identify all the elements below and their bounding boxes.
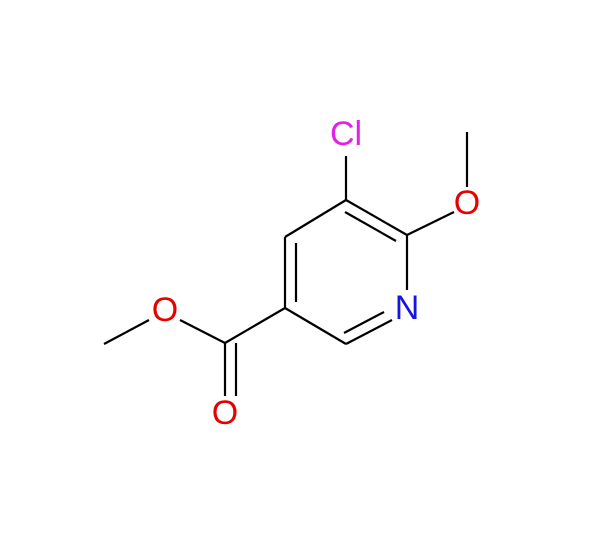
atom-label-carbonyl-oxygen: O	[212, 394, 238, 432]
atom-label-ester-oxygen: O	[152, 291, 178, 329]
bond-n-c6	[345, 319, 393, 345]
atom-label-chlorine: Cl	[330, 115, 362, 153]
bond-n-c6-inner	[343, 311, 385, 334]
atom-label-ring-nitrogen: N	[395, 289, 420, 327]
bond-c4-o-methoxy	[406, 211, 455, 236]
atom-labels: Cl O N O O	[152, 115, 480, 432]
bond-c2-c3	[284, 199, 347, 238]
bond-c1-c-carbonyl	[224, 307, 286, 344]
bond-c-o-ester	[179, 319, 226, 344]
bond-c6-c1	[284, 307, 347, 345]
bond-c3-c4-inner	[344, 211, 397, 242]
bond-c3-c4	[345, 199, 408, 236]
bond-o-ester-ch3	[103, 319, 150, 345]
atom-label-methoxy-oxygen: O	[454, 184, 480, 222]
bonds	[103, 132, 469, 396]
